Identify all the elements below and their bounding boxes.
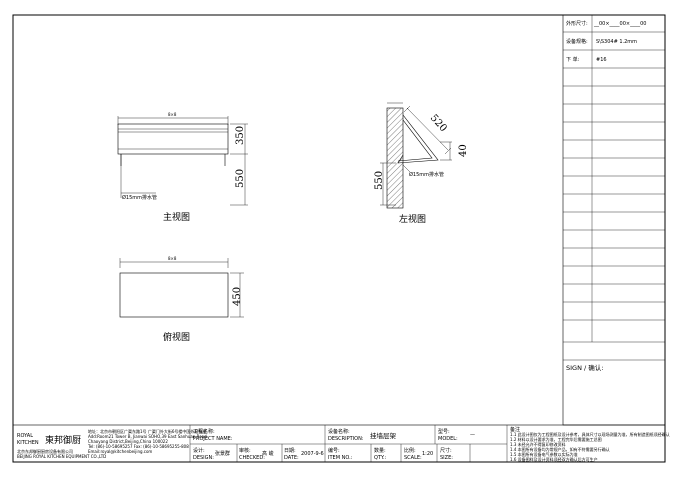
- note-line-2: 1.2 材料以设计要求为准，工程完毕后需要施工总图: [510, 436, 602, 442]
- design-label-en: DESIGN:: [193, 455, 214, 461]
- main-top-dim: 8×8: [168, 112, 177, 117]
- email: Email:royal@kitchenbeijing.com: [88, 449, 152, 454]
- size-label-cn: 尺寸:: [440, 447, 452, 454]
- top-view: 8×8 450 俯视图: [119, 256, 244, 343]
- checked-label-cn: 审核:: [239, 447, 251, 454]
- left-view: 520 40 550 Ø15mm排水管 左视图: [374, 102, 469, 225]
- sheet-border: [12, 14, 666, 463]
- left-dim-550: 550: [374, 171, 385, 190]
- notes-title: 备注: [510, 426, 520, 433]
- top-top-dim: 8×8: [168, 256, 177, 261]
- top-view-label: 俯视图: [163, 331, 190, 343]
- main-view: 8×8 Ø15mm排水管 350 550 主视图: [117, 112, 248, 223]
- project-label-en: PROJECT NAME:: [193, 436, 233, 442]
- spec-row-material-label: 设备规格:: [566, 38, 588, 45]
- spec-row-material-value: S\S304# 1.2mm: [596, 39, 637, 45]
- design-label-cn: 设计:: [193, 447, 205, 454]
- item-label-cn: 编号:: [328, 447, 340, 454]
- checked-value: 高 峻: [262, 450, 274, 457]
- description-value: 挂墙层架: [370, 431, 397, 440]
- date-value: 2007-9-6: [301, 451, 324, 457]
- spec-row-order-label: 下 单:: [566, 56, 580, 63]
- item-label-en: ITEM NO.:: [328, 455, 353, 461]
- spec-row-size-value: __00×____00×____00: [593, 21, 646, 27]
- note-line-6: 1.6 设备图样及设计资料须经双方确认后方可生产: [510, 456, 598, 462]
- date-label-cn: 日期:: [284, 448, 296, 454]
- address-en-1: Add:Room21 Tower B, Jianwai SOHO,39 East…: [88, 434, 207, 439]
- qty-label-en: QTY.:: [374, 455, 387, 461]
- company-en: BEIJING ROYAL KITCHEN EQUIPMENT CO.,LTD: [17, 454, 106, 459]
- note-line-3: 1.3 未经允许不得复印修改资料: [510, 441, 566, 447]
- note-line-4: 1.4 本图所有设备均为常规产品，如有不符需要另行确认: [510, 446, 610, 452]
- note-line-5: 1.5 本图所有设备电气参数以实际为准: [510, 451, 578, 457]
- spec-table: 外形尺寸: __00×____00×____00 设备规格: S\S304# 1…: [562, 14, 666, 426]
- company-cn: 北京东邦御厨厨房设备有限公司: [17, 448, 73, 454]
- spec-row-order-value: #16: [596, 57, 607, 63]
- scale-label-cn: 比例:: [404, 447, 416, 454]
- note-line-1: 1.1 此设计图仅为工程图纸及设计参考，具体尺寸以现场测量为准，所有制造图纸须经…: [510, 431, 670, 437]
- design-value: 张景群: [215, 450, 230, 457]
- title-block: ROYAL KITCHEN 東邦御厨 地址：北京市朝阳区广渠东路1号 广渠门外大…: [12, 424, 670, 463]
- left-dim-40: 40: [458, 144, 469, 157]
- scale-value: 1:20: [422, 451, 433, 457]
- left-view-label: 左视图: [399, 213, 426, 225]
- top-dim-450: 450: [232, 287, 243, 306]
- main-dim-350: 350: [235, 126, 246, 145]
- left-dim-520: 520: [428, 113, 449, 135]
- sign-label: SIGN / 确认:: [566, 363, 603, 372]
- size-label-en: SIZE:: [440, 455, 453, 461]
- address-cn: 地址：北京市朝阳区广渠东路1号 广渠门外大街6号楼中国外经贸部: [88, 428, 206, 434]
- description-label-en: DESCRIPTION:: [328, 436, 364, 442]
- model-label-en: MODEL:: [438, 436, 458, 442]
- scale-label-en: SCALE:: [404, 455, 422, 461]
- address-en-2: Chaoyang District,Beijing,China 100022: [88, 439, 168, 444]
- description-label-cn: 设备名称:: [328, 428, 350, 435]
- checked-label-en: CHECKED:: [239, 455, 265, 461]
- main-view-label: 主视图: [163, 211, 190, 223]
- main-pipe-note: Ø15mm排水管: [122, 194, 157, 201]
- logo-en-kitchen: KITCHEN: [17, 440, 39, 446]
- qty-label-cn: 数量:: [374, 447, 386, 454]
- left-pipe-note: Ø15mm排水管: [409, 171, 444, 178]
- model-value: —: [470, 432, 475, 438]
- main-dim-550: 550: [235, 169, 246, 188]
- date-label-en: DATE:: [284, 455, 299, 461]
- spec-row-size-label: 外形尺寸:: [566, 20, 588, 27]
- tel: Tel: (86)-10-58695257 Fax: (86)-10-58695…: [87, 444, 189, 449]
- model-label-cn: 型号:: [438, 428, 450, 435]
- logo-en-royal: ROYAL: [17, 433, 33, 439]
- project-label-cn: 工程名称:: [193, 428, 215, 435]
- logo-cn: 東邦御厨: [45, 434, 81, 446]
